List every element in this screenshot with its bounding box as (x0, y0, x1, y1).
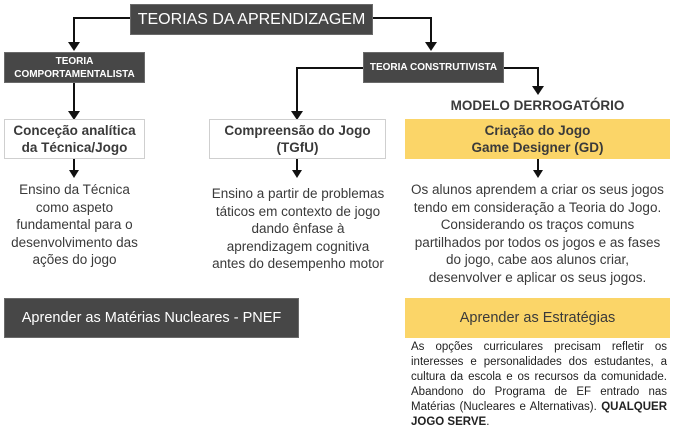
description-tgfu: Ensino a partir de problemas táticos em … (211, 186, 385, 271)
concept-box-tgfu: Compreensão do Jogo (TGfU) (209, 119, 386, 159)
connector (537, 67, 539, 87)
page-title: TEORIAS DA APRENDIZAGEM (137, 10, 366, 28)
connector (430, 17, 432, 43)
connector (296, 67, 364, 69)
core-subjects-box: Aprender as Matérias Nucleares - PNEF (4, 298, 299, 338)
arrow-icon (425, 42, 437, 51)
connector (296, 159, 298, 171)
arrow-icon (532, 86, 544, 95)
emphasis-text: QUALQUER JOGO SERVE (411, 401, 667, 428)
theory-box-constructivist: TEORIA CONSTRUTIVISTA (363, 52, 504, 83)
arrow-icon (291, 111, 303, 120)
connector (503, 67, 539, 69)
strategies-box: Aprender as Estratégias (405, 298, 670, 338)
description-game-designer: Os alunos aprendem a criar os seus jogos… (411, 182, 664, 285)
arrow-icon (69, 170, 79, 178)
title-box: TEORIAS DA APRENDIZAGEM (130, 4, 373, 35)
connector (73, 17, 131, 19)
connector (73, 159, 75, 171)
strategies-description: As opções curriculares precisam refletir… (411, 341, 667, 428)
arrow-icon (68, 42, 80, 51)
theory-box-behaviorist: TEORIA COMPORTAMENTALISTA (4, 52, 145, 83)
arrow-icon (68, 111, 80, 120)
arrow-icon (533, 170, 543, 178)
connector (73, 83, 75, 112)
connector (73, 17, 75, 43)
concept-box-analytical: Conceção analítica da Técnica/Jogo (4, 119, 145, 159)
model-heading: MODELO DERROGATÓRIO (450, 98, 625, 113)
concept-box-game-designer: Criação do Jogo Game Designer (GD) (405, 119, 670, 159)
arrow-icon (292, 170, 302, 178)
description-behaviorist: Ensino da Técnica como aspeto fundamenta… (11, 182, 138, 267)
connector (372, 17, 432, 19)
connector (537, 159, 539, 171)
connector (296, 67, 298, 112)
